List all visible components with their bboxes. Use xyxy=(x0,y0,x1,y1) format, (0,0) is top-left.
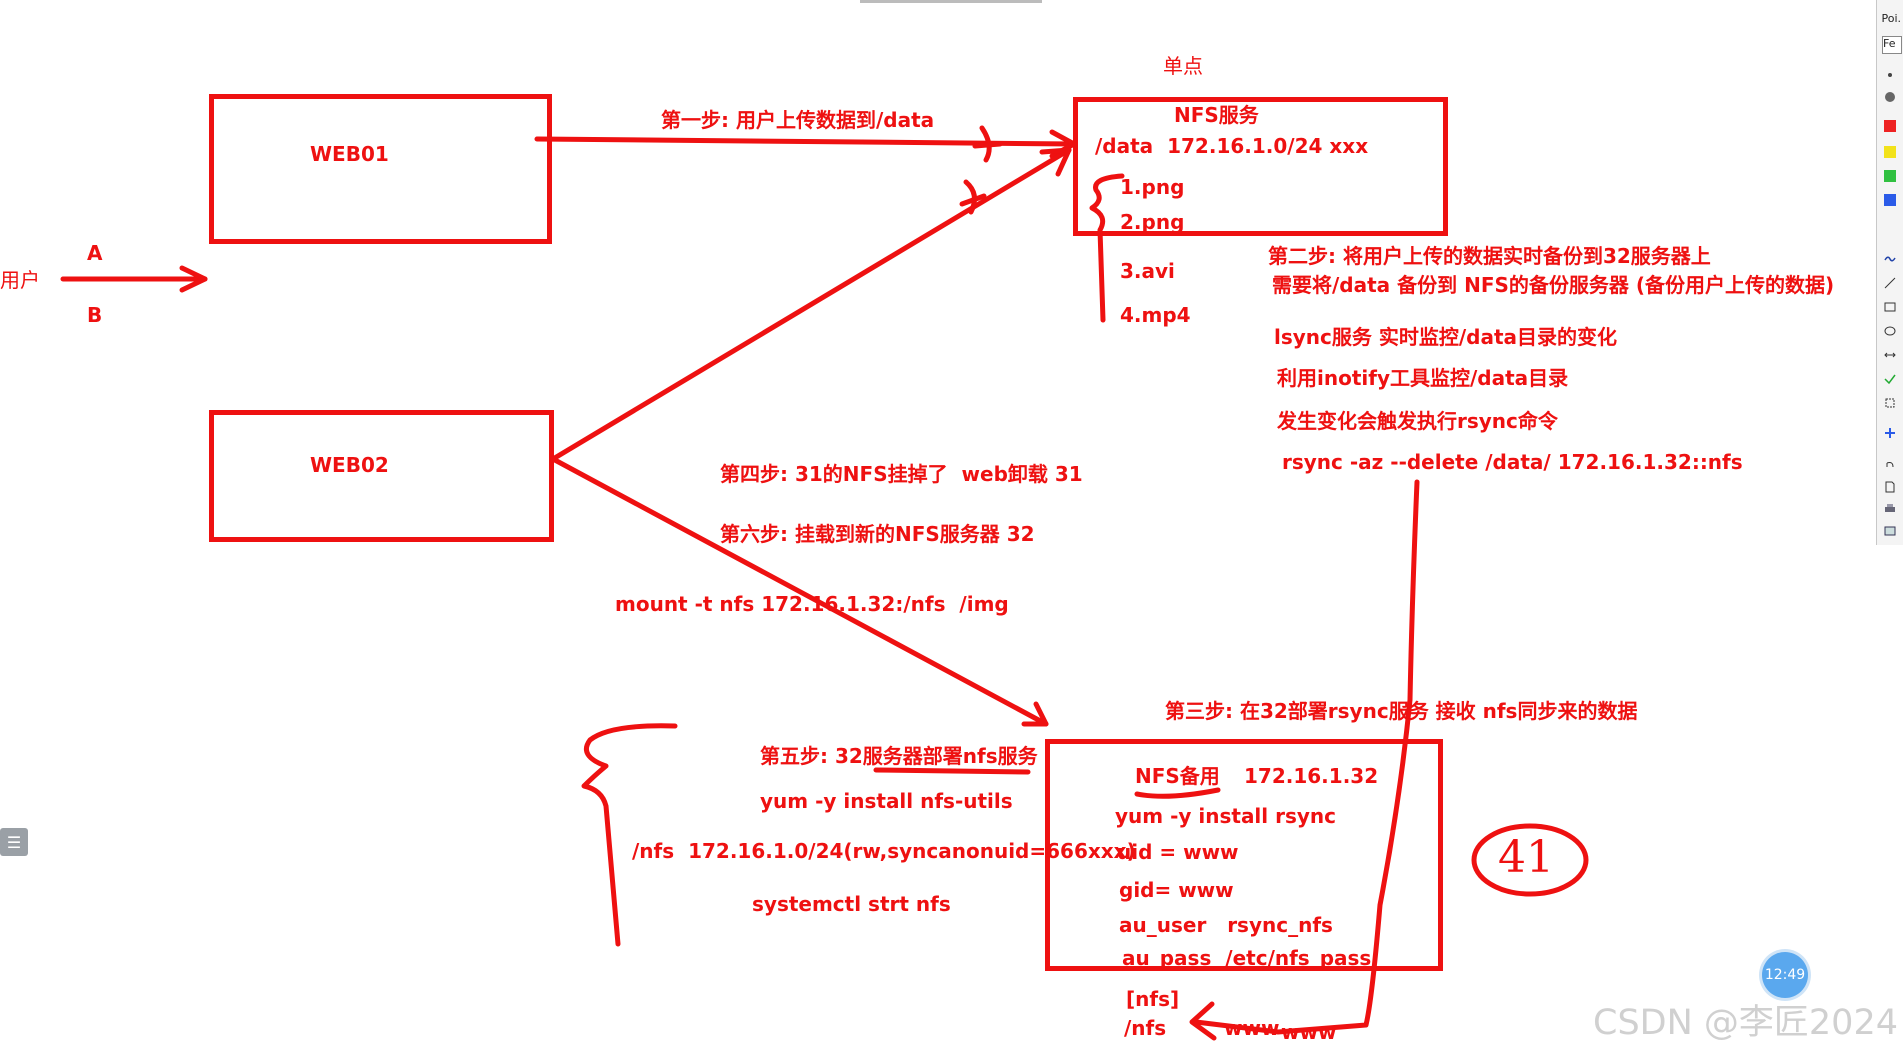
backup-auth-user: au_user rsync_nfs xyxy=(1119,913,1333,937)
annotation-circle xyxy=(1471,823,1589,897)
csdn-watermark: CSDN @李匠2024 xyxy=(1593,1003,1898,1043)
label-b: B xyxy=(87,303,103,327)
freehand-icon[interactable] xyxy=(1884,250,1896,262)
file-item: 3.avi xyxy=(1120,259,1175,283)
backup-gid: gid= www xyxy=(1119,878,1234,902)
web01-box xyxy=(209,94,552,244)
label-a: A xyxy=(87,241,103,265)
nfs-backup-ip: 172.16.1.32 xyxy=(1244,764,1379,788)
user-label: 用户 xyxy=(0,268,40,292)
toolbar-label: Poi. xyxy=(1881,12,1901,25)
web01-label: WEB01 xyxy=(310,142,389,166)
double-arrow-icon[interactable] xyxy=(1884,346,1896,358)
color-red-icon[interactable] xyxy=(1884,120,1896,132)
backup-owner-2: www xyxy=(1281,1020,1337,1044)
rsync-flow-line xyxy=(1193,479,1420,1035)
nfs-primary-box xyxy=(1073,97,1448,236)
web02-to-nfs-arrow xyxy=(550,147,1072,462)
annotation-41: 41 xyxy=(1498,832,1554,883)
backup-auth-pass: au_pass /etc/nfs_pass xyxy=(1122,946,1372,970)
ellipse-icon[interactable] xyxy=(1884,322,1896,336)
cross-mark-2 xyxy=(963,179,978,215)
nfs-backup-title: NFS备用 xyxy=(1135,764,1220,788)
mount-command: mount -t nfs 172.16.1.32:/nfs /img xyxy=(615,592,1009,616)
crop-icon[interactable] xyxy=(1884,394,1896,408)
step3-text: 第三步: 在32部署rsync服务 接收 nfs同步来的数据 xyxy=(1165,699,1638,723)
step5-title: 第五步: 32服务器部署nfs服务 xyxy=(760,744,1038,768)
web02-label: WEB02 xyxy=(310,453,389,477)
plus-icon[interactable] xyxy=(1884,424,1896,438)
step5-export: /nfs 172.16.1.0/24(rw,syncanonuid=666xxx… xyxy=(632,839,1136,863)
clock-badge[interactable]: 12:49 xyxy=(1762,952,1808,998)
nfs-backup-underline xyxy=(1134,787,1221,799)
user-arrowhead xyxy=(179,265,208,293)
step4-text: 第四步: 31的NFS挂掉了 web卸载 31 xyxy=(720,462,1083,486)
step6-text: 第六步: 挂载到新的NFS服务器 32 xyxy=(720,522,1035,546)
step2-line2: lsync服务 实时监控/data目录的变化 xyxy=(1274,325,1618,349)
color-blue-icon[interactable] xyxy=(1884,194,1896,206)
print-icon[interactable] xyxy=(1884,500,1896,512)
file-item: 1.png xyxy=(1120,175,1185,199)
step2-line1: 需要将/data 备份到 NFS的备份服务器 (备份用户上传的数据) xyxy=(1272,273,1835,297)
web02-box xyxy=(209,410,554,542)
nfs-primary-title: NFS服务 xyxy=(1174,103,1259,127)
nfs-backup-box xyxy=(1045,739,1443,971)
check-icon[interactable] xyxy=(1884,370,1896,385)
rectangle-icon[interactable] xyxy=(1884,298,1896,312)
step2-rsync-command: rsync -az --delete /data/ 172.16.1.32::n… xyxy=(1282,450,1743,474)
nfs-primary-export: /data 172.16.1.0/24 xxx xyxy=(1095,134,1369,158)
cross-mark-2b xyxy=(959,193,987,207)
rsync-flow-arrowhead xyxy=(1189,1001,1217,1041)
files-brace xyxy=(1089,173,1125,323)
line-icon[interactable] xyxy=(1884,274,1896,289)
undo-icon[interactable] xyxy=(1884,456,1896,468)
color-green-icon[interactable] xyxy=(1884,170,1896,182)
backup-path: /nfs xyxy=(1124,1016,1167,1040)
step5-underline xyxy=(873,767,1031,775)
step5-start: systemctl strt nfs xyxy=(752,892,951,916)
step1-text: 第一步: 用户上传数据到/data xyxy=(661,108,935,132)
dot-small-icon[interactable] xyxy=(1884,66,1896,78)
web02-to-nfs-arrowhead xyxy=(1039,147,1072,177)
pen-toolbar: Poi. Fe xyxy=(1876,0,1903,545)
dot-large-icon[interactable] xyxy=(1884,88,1896,102)
screen-icon[interactable] xyxy=(1884,522,1896,536)
step2-line4: 发生变化会触发执行rsync命令 xyxy=(1277,409,1558,433)
backup-module: [nfs] xyxy=(1126,987,1180,1011)
step2-line3: 利用inotify工具监控/data目录 xyxy=(1277,366,1569,390)
window-top-handle[interactable] xyxy=(860,0,1042,3)
step5-brace xyxy=(581,723,678,947)
backup-owner-1: www xyxy=(1224,1016,1280,1040)
list-menu-button[interactable]: ☰ xyxy=(0,828,28,856)
color-yellow-icon[interactable] xyxy=(1884,146,1896,158)
page-icon[interactable] xyxy=(1884,478,1896,493)
backup-install: yum -y install rsync xyxy=(1115,804,1337,828)
web02-to-backup-arrowhead xyxy=(1021,701,1049,727)
file-item: 2.png xyxy=(1120,210,1185,234)
single-point-label: 单点 xyxy=(1163,54,1203,78)
backup-uid: uid = www xyxy=(1117,840,1239,864)
web02-to-backup-arrow xyxy=(550,456,1049,727)
cross-mark-1b xyxy=(972,141,1003,149)
toolbar-field[interactable]: Fe xyxy=(1882,36,1902,54)
step5-install: yum -y install nfs-utils xyxy=(760,789,1013,813)
file-item: 4.mp4 xyxy=(1120,303,1191,327)
step2-title: 第二步: 将用户上传的数据实时备份到32服务器上 xyxy=(1268,244,1711,268)
